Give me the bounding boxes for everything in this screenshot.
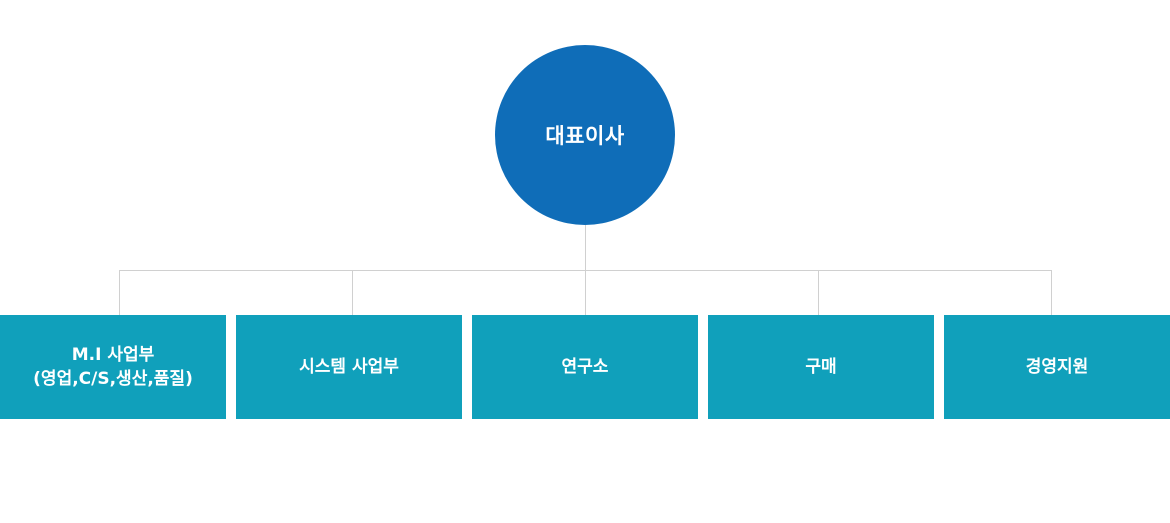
connector-drop-purchasing	[818, 270, 819, 315]
department-label: M.I 사업부 (영업,C/S,생산,품질)	[33, 343, 193, 391]
department-label: 시스템 사업부	[299, 357, 399, 377]
connector-drop-system	[352, 270, 353, 315]
connector-drop-research	[585, 270, 586, 315]
connector-ceo-trunk	[585, 225, 586, 270]
department-label-line2: (영업,C/S,생산,품질)	[33, 369, 193, 389]
department-label: 연구소	[561, 357, 609, 377]
department-label: 구매	[805, 357, 837, 377]
department-system-business: 시스템 사업부	[236, 315, 462, 419]
department-research-lab: 연구소	[472, 315, 698, 419]
ceo-label: 대표이사	[545, 124, 625, 148]
connector-drop-management	[1051, 270, 1052, 315]
department-management-support: 경영지원	[944, 315, 1170, 419]
department-label-line1: M.I 사업부	[71, 345, 155, 365]
department-label: 경영지원	[1025, 357, 1089, 377]
department-mi-business: M.I 사업부 (영업,C/S,생산,품질)	[0, 315, 226, 419]
connector-drop-mi	[119, 270, 120, 315]
ceo-node: 대표이사	[495, 45, 675, 225]
department-purchasing: 구매	[708, 315, 934, 419]
